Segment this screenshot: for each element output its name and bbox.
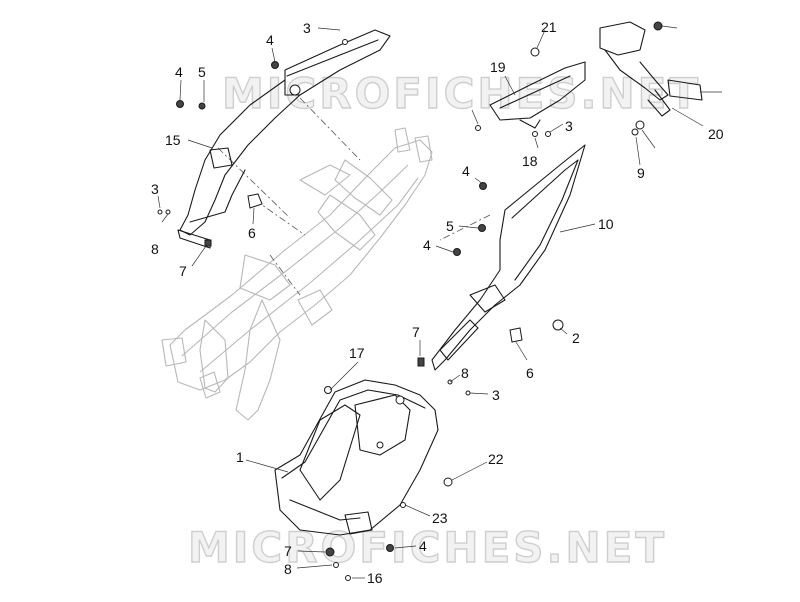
callout-14[interactable]: 18 — [522, 153, 538, 169]
callout-labels: 3 4 4 5 15 3 8 7 6 21 19 3 18 20 9 4 10 … — [151, 19, 724, 586]
callout-9[interactable]: 9 — [637, 165, 645, 181]
callout-17[interactable]: 21 — [541, 19, 557, 35]
callout-13[interactable]: 17 — [349, 345, 365, 361]
callout-5-right[interactable]: 5 — [446, 218, 454, 234]
callout-8-left[interactable]: 8 — [151, 241, 159, 257]
callout-4-top[interactable]: 4 — [266, 32, 274, 48]
leader-lines — [157, 25, 722, 579]
alignment-lines — [217, 97, 491, 296]
callout-10[interactable]: 10 — [598, 216, 614, 232]
callout-16[interactable]: 20 — [708, 126, 724, 142]
callout-4-left[interactable]: 4 — [175, 64, 183, 80]
tail-assembly — [489, 21, 703, 136]
callout-19[interactable]: 23 — [432, 510, 448, 526]
callout-5-left[interactable]: 5 — [198, 64, 206, 80]
watermark-top: MICROFICHES.NET — [222, 69, 701, 118]
callout-4-right-mid[interactable]: 4 — [423, 237, 431, 253]
callout-6-right[interactable]: 6 — [526, 365, 534, 381]
callout-4-right-top[interactable]: 4 — [462, 163, 470, 179]
callout-7-bottom[interactable]: 7 — [284, 543, 292, 559]
watermark-bottom: MICROFICHES.NET — [188, 523, 667, 572]
callout-8-bottom[interactable]: 8 — [284, 561, 292, 577]
callout-3-right[interactable]: 3 — [565, 118, 573, 134]
callout-2[interactable]: 2 — [572, 330, 580, 346]
callout-7-left[interactable]: 7 — [179, 263, 187, 279]
callout-6-left[interactable]: 6 — [248, 225, 256, 241]
callout-12[interactable]: 16 — [367, 570, 383, 586]
callout-11[interactable]: 15 — [165, 132, 181, 148]
callout-18[interactable]: 22 — [488, 451, 504, 467]
callout-7-right[interactable]: 7 — [412, 324, 420, 340]
callout-3-top[interactable]: 3 — [303, 20, 311, 36]
callout-8-right[interactable]: 8 — [461, 365, 469, 381]
callout-3-bottom[interactable]: 3 — [492, 387, 500, 403]
hardware — [157, 61, 564, 581]
callout-4-bottom[interactable]: 4 — [419, 538, 427, 554]
motorcycle-frame — [161, 127, 433, 421]
callout-1[interactable]: 1 — [236, 449, 244, 465]
callout-15[interactable]: 19 — [490, 59, 506, 75]
callout-3-left[interactable]: 3 — [151, 181, 159, 197]
left-side-rail — [177, 29, 391, 249]
rear-undertray — [274, 379, 439, 536]
right-side-cover — [431, 144, 586, 371]
